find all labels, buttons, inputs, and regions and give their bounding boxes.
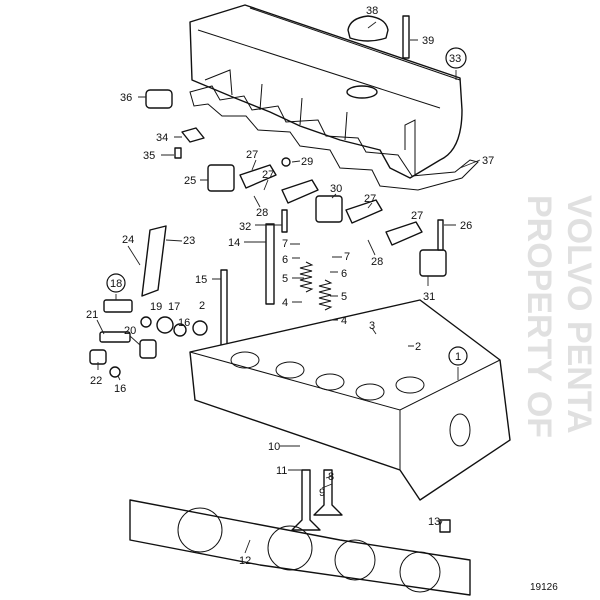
valve-cover — [189, 4, 463, 179]
part-13 — [439, 519, 451, 533]
label-7: 7 — [344, 251, 350, 263]
label-16: 16 — [178, 317, 190, 329]
label-30: 30 — [330, 183, 342, 195]
label-14: 14 — [228, 237, 240, 249]
label-9: 9 — [319, 487, 325, 499]
label-22: 22 — [90, 375, 102, 387]
label-26: 26 — [460, 220, 472, 232]
oil-filler-cap — [347, 15, 389, 42]
label-13: 13 — [428, 516, 440, 528]
watermark-line-1: PROPERTY OF — [520, 195, 558, 438]
head-gasket — [129, 499, 471, 596]
cylinder-head — [189, 299, 511, 501]
rocker-assemblies — [207, 157, 447, 277]
bolt-14 — [265, 223, 275, 305]
label-31: 31 — [423, 291, 435, 303]
label-20: 20 — [124, 325, 136, 337]
valve-cover-gasket — [189, 85, 479, 191]
label-36: 36 — [120, 92, 132, 104]
bracket-23 — [141, 225, 167, 297]
label-12: 12 — [239, 555, 251, 567]
label-24: 24 — [122, 234, 134, 246]
label-1: 1 — [455, 351, 461, 363]
label-8: 8 — [328, 471, 334, 483]
label-4: 4 — [282, 297, 288, 309]
label-37: 37 — [482, 155, 494, 167]
label-38: 38 — [366, 5, 378, 17]
drawing-number: 19126 — [530, 582, 558, 593]
label-18: 18 — [110, 278, 122, 290]
label-19: 19 — [150, 301, 162, 313]
watermark-line-2: VOLVO PENTA — [560, 195, 598, 434]
label-10: 10 — [268, 441, 280, 453]
valve-spring — [318, 279, 333, 311]
label-25: 25 — [184, 175, 196, 187]
label-35: 35 — [143, 150, 155, 162]
label-17: 17 — [168, 301, 180, 313]
valve-spring — [299, 261, 314, 293]
label-28: 28 — [371, 256, 383, 268]
label-5: 5 — [341, 291, 347, 303]
label-27: 27 — [364, 193, 376, 205]
watermark: PROPERTY OF VOLVO PENTA — [520, 195, 598, 438]
part-labels: 38 39 33 36 34 35 27 29 25 27 37 30 27 2… — [86, 5, 494, 567]
part-32 — [281, 209, 288, 233]
label-33: 33 — [449, 53, 461, 65]
label-6: 6 — [341, 268, 347, 280]
bolt-26 — [437, 219, 444, 251]
label-23: 23 — [183, 235, 195, 247]
label-2: 2 — [415, 341, 421, 353]
label-3: 3 — [369, 320, 375, 332]
label-39: 39 — [422, 35, 434, 47]
label-27: 27 — [262, 169, 274, 181]
part-36 — [145, 89, 173, 109]
part-35 — [174, 147, 182, 159]
label-29: 29 — [301, 156, 313, 168]
label-28: 28 — [256, 207, 268, 219]
label-27: 27 — [411, 210, 423, 222]
label-6: 6 — [282, 254, 288, 266]
label-16: 16 — [114, 383, 126, 395]
label-11: 11 — [276, 465, 287, 477]
valve-9 — [313, 469, 343, 516]
label-4: 4 — [341, 315, 347, 327]
label-15: 15 — [195, 274, 207, 286]
label-21: 21 — [86, 309, 98, 321]
part-34 — [181, 127, 205, 143]
bolt-39 — [402, 15, 410, 59]
label-7: 7 — [282, 238, 288, 250]
valve-11 — [291, 469, 321, 531]
label-27: 27 — [246, 149, 258, 161]
label-32: 32 — [239, 221, 251, 233]
label-5: 5 — [282, 273, 288, 285]
label-34: 34 — [156, 132, 168, 144]
label-2: 2 — [199, 300, 205, 312]
